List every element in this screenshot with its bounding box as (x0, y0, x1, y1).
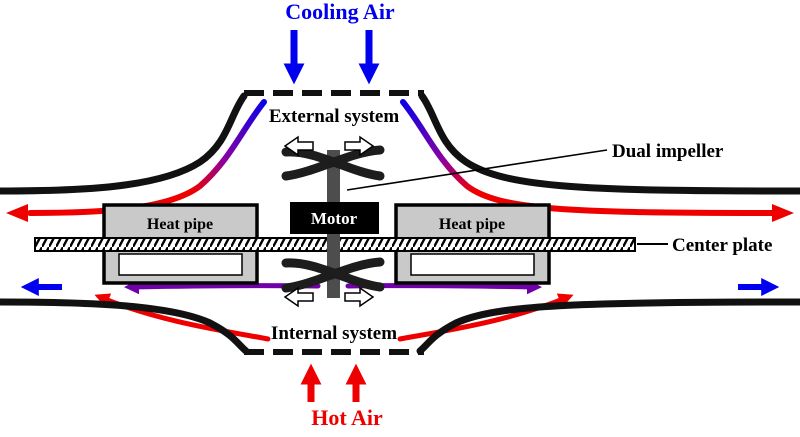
hollow-arrow-lower-right-icon (344, 286, 375, 308)
center-plate-label: Center plate (672, 235, 772, 256)
dual-impeller-pointer-line (346, 149, 608, 191)
hollow-arrow-upper-right-icon (344, 135, 375, 157)
motor-label: Motor (311, 209, 358, 228)
heat-pipe-left-label: Heat pipe (147, 216, 213, 233)
external-outflow-arrowhead-right (772, 204, 794, 222)
motor: Motor (290, 202, 379, 234)
external-outflow-arrowhead-left (6, 204, 28, 222)
duct-wall-bottom-right (416, 298, 800, 355)
duct-wall-top-right (418, 92, 800, 195)
hollow-arrow-upper-left-icon (283, 135, 314, 157)
heat-pipe-left-inner-tube (118, 253, 243, 276)
external-system-label: External system (269, 106, 400, 127)
hollow-arrow-lower-left-icon (283, 286, 314, 308)
external-outflow-curve-left (27, 99, 267, 216)
lower-impeller (281, 257, 385, 293)
external-outflow-curve-right (400, 99, 775, 216)
duct-wall-bottom-left (0, 298, 250, 355)
cooling-air-label: Cooling Air (285, 0, 395, 24)
heat-pipe-right-inner-tube (410, 253, 535, 276)
hot-air-label: Hot Air (311, 405, 383, 430)
heat-pipe-right-label: Heat pipe (439, 216, 505, 233)
duct-wall-top-left (0, 92, 248, 195)
internal-system-label: Internal system (271, 323, 397, 344)
lower-impeller-blade-2 (281, 258, 385, 292)
dual-impeller-label: Dual impeller (612, 141, 724, 162)
motor-box (290, 202, 379, 234)
